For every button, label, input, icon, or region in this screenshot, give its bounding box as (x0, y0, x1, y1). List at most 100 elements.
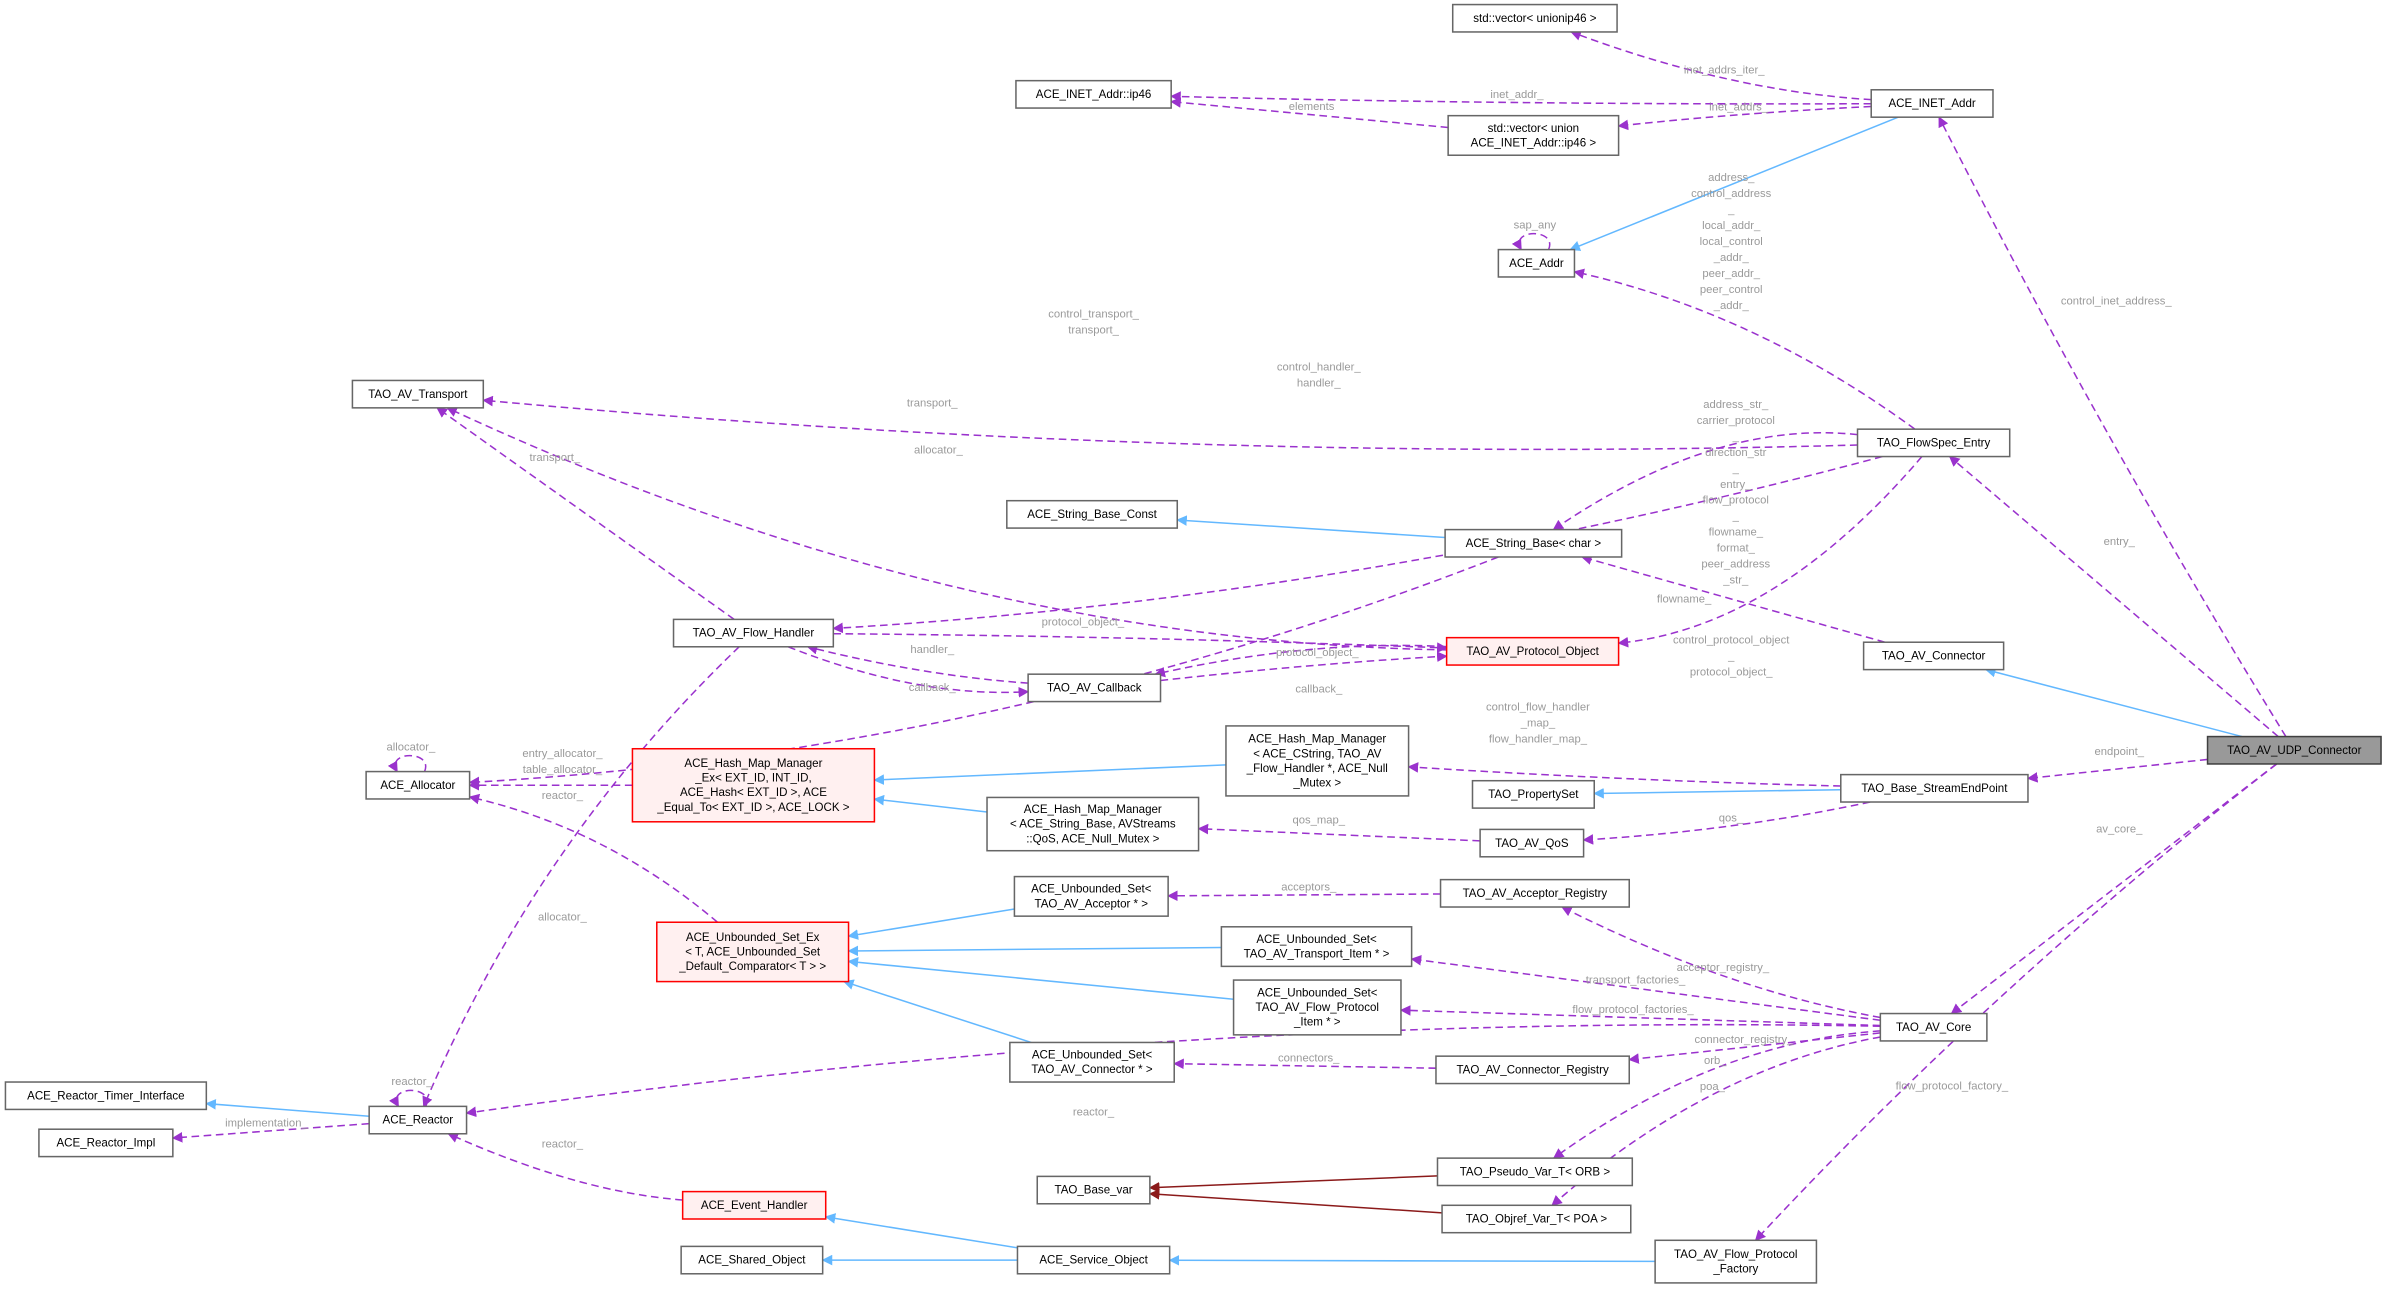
class-node-objref-var[interactable]: TAO_Objref_Var_T< POA > (1441, 1204, 1632, 1234)
class-node-us-connector[interactable]: ACE_Unbounded_Set<TAO_AV_Connector * > (1009, 1041, 1175, 1083)
class-node-us-ex[interactable]: ACE_Unbounded_Set_Ex< T, ACE_Unbounded_S… (656, 921, 850, 983)
class-node-connector-registry[interactable]: TAO_AV_Connector_Registry (1435, 1055, 1631, 1085)
node-label: TAO_AV_Protocol_Object (1466, 646, 1599, 658)
class-node-hmm-cstring[interactable]: ACE_Hash_Map_Manager< ACE_CString, TAO_A… (1225, 725, 1410, 797)
class-node-reactor[interactable]: ACE_Reactor (368, 1105, 468, 1135)
node-label-line: < ACE_CString, TAO_AV (1253, 748, 1381, 760)
class-node-us-acceptor[interactable]: ACE_Unbounded_Set<TAO_AV_Acceptor * > (1013, 875, 1169, 917)
class-node-sb-const[interactable]: ACE_String_Base_Const (1006, 499, 1179, 529)
class-node-hmm-ex[interactable]: ACE_Hash_Map_Manager_Ex< EXT_ID, INT_ID,… (631, 747, 876, 823)
usage-edge-av_core-to-pseudo_var (1552, 1030, 1881, 1159)
class-node-inet-ip46[interactable]: ACE_INET_Addr::ip46 (1015, 79, 1172, 109)
class-node-us-transport[interactable]: ACE_Unbounded_Set<TAO_AV_Transport_Item … (1220, 926, 1413, 968)
node-label: ACE_Reactor_Timer_Interface (27, 1090, 184, 1102)
node-box (1436, 1157, 1634, 1187)
edge-label-line: _addr_ (1713, 252, 1750, 264)
node-label: ACE_INET_Addr::ip46 (1036, 89, 1152, 101)
edge-label-line: entry_allocator_ (522, 748, 603, 760)
class-node-callback[interactable]: TAO_AV_Callback (1027, 673, 1162, 703)
node-label-line: TAO_AV_Flow_Protocol (1674, 1249, 1797, 1261)
class-node-reactor-timer[interactable]: ACE_Reactor_Timer_Interface (4, 1081, 208, 1111)
edge-label: acceptors_ (1281, 881, 1337, 893)
class-node-av-connector[interactable]: TAO_AV_Connector (1862, 641, 2005, 671)
class-node-protocol-object[interactable]: TAO_AV_Protocol_Object (1445, 636, 1620, 666)
edge-label-line: flow_protocol (1703, 495, 1769, 507)
usage-edge-sb_char-to-allocator (468, 556, 1499, 788)
edge-label: elements (1289, 101, 1335, 113)
class-node-stream-endpoint[interactable]: TAO_Base_StreamEndPoint (1840, 773, 2029, 803)
node-box (38, 1128, 174, 1158)
node-label: TAO_AV_Connector (1882, 651, 1986, 663)
node-label-line: _Mutex > (1292, 777, 1341, 789)
node-box (1441, 1204, 1632, 1234)
node-label: TAO_Base_StreamEndPoint (1861, 783, 2008, 795)
inherit-edge-udp_connector-to-av_connector (1984, 666, 2243, 738)
class-node-reactor-impl[interactable]: ACE_Reactor_Impl (38, 1128, 174, 1158)
node-label-line: TAO_AV_Flow_Handler (693, 628, 815, 640)
class-node-av-core[interactable]: TAO_AV_Core (1879, 1012, 1988, 1042)
edge-label: protocol_object_ (1042, 616, 1125, 628)
edge-label-line: entry_ (2104, 536, 2136, 548)
class-node-udp-connector[interactable]: TAO_AV_UDP_Connector (2206, 735, 2382, 765)
class-node-service-object[interactable]: ACE_Service_Object (1016, 1245, 1171, 1275)
edge-label: reactor_ (1073, 1107, 1115, 1119)
edge-label-line: reactor_ (542, 790, 584, 802)
class-node-base-var[interactable]: TAO_Base_var (1036, 1175, 1151, 1205)
node-box (1451, 3, 1618, 33)
class-node-ace-addr[interactable]: ACE_Addr (1497, 248, 1576, 278)
node-box (1009, 1041, 1175, 1083)
edge-label: acceptor_registry_ (1677, 962, 1770, 974)
class-node-event-handler[interactable]: ACE_Event_Handler (681, 1190, 827, 1220)
node-label-line: _Ex< EXT_ID, INT_ID, (694, 773, 811, 785)
node-label-line: ACE_Event_Handler (701, 1200, 808, 1212)
class-node-flowspec[interactable]: TAO_FlowSpec_Entry (1856, 428, 2011, 458)
node-label: ACE_Allocator (380, 780, 455, 792)
node-box (365, 770, 471, 800)
node-label-line: ACE_INET_Addr (1888, 98, 1975, 110)
edge-label-line: callback_ (909, 682, 957, 694)
edge-label-line: control_protocol_object (1673, 635, 1790, 647)
edge-label-line: qos_ (1719, 812, 1744, 824)
node-box (1862, 641, 2005, 671)
node-label-line: TAO_PropertySet (1488, 789, 1579, 801)
inherit-edge-sb_char-to-sb_const (1176, 515, 1446, 539)
node-box (1027, 673, 1162, 703)
class-node-us-flow-protocol[interactable]: ACE_Unbounded_Set<TAO_AV_Flow_Protocol_I… (1232, 979, 1402, 1036)
node-box (1439, 878, 1631, 908)
edge-label-line: transport_ (907, 397, 958, 409)
class-node-shared-object[interactable]: ACE_Shared_Object (680, 1245, 824, 1275)
node-label-line: TAO_AV_Flow_Protocol (1256, 1002, 1379, 1014)
node-label-line: ACE_Reactor (383, 1115, 454, 1127)
class-node-av-qos[interactable]: TAO_AV_QoS (1479, 828, 1585, 858)
edge-label: flow_protocol_factory_ (1896, 1081, 2009, 1093)
class-node-av-transport[interactable]: TAO_AV_Transport (351, 379, 485, 409)
node-label-line: TAO_AV_Callback (1047, 683, 1142, 695)
edge-label: connectors_ (1278, 1052, 1340, 1064)
edge-label: inet_addrs_ (1709, 101, 1769, 113)
class-node-inet-addr[interactable]: ACE_INET_Addr (1870, 89, 1994, 118)
edge-label-line: flowname_ (1709, 527, 1764, 539)
class-node-vec-unionip46[interactable]: std::vector< unionip46 > (1451, 3, 1618, 33)
edge-label-line: allocator_ (538, 912, 588, 924)
usage-edge-flowspec-to-flow_handler (832, 455, 1883, 634)
class-node-acceptor-registry[interactable]: TAO_AV_Acceptor_Registry (1439, 878, 1631, 908)
edge-label: endpoint_ (2095, 746, 2145, 758)
node-label: ACE_Shared_Object (698, 1255, 806, 1267)
node-box (1225, 725, 1410, 797)
edge-label: inet_addr_ (1490, 89, 1544, 101)
class-node-property-set[interactable]: TAO_PropertySet (1471, 779, 1596, 809)
class-node-flow-handler[interactable]: TAO_AV_Flow_Handler (672, 618, 835, 648)
class-node-sb-char[interactable]: ACE_String_Base< char > (1444, 528, 1623, 558)
usage-edge-flow_handler-to-protocol_object (833, 632, 1448, 653)
class-node-flow-protocol-factory[interactable]: TAO_AV_Flow_Protocol_Factory (1654, 1239, 1818, 1284)
class-node-allocator[interactable]: ACE_Allocator (365, 770, 471, 800)
node-label-line: _Equal_To< EXT_ID >, ACE_LOCK > (656, 802, 849, 814)
class-node-hmm-qos[interactable]: ACE_Hash_Map_Manager< ACE_String_Base, A… (986, 796, 1200, 852)
edge-label-line: allocator_ (914, 445, 964, 457)
edge-label-line: format_ (1717, 543, 1756, 555)
node-box (1447, 114, 1620, 156)
edge-label-line: peer_addr_ (1702, 268, 1760, 280)
node-label-line: ACE_Allocator (380, 780, 455, 792)
class-node-pseudo-var[interactable]: TAO_Pseudo_Var_T< ORB > (1436, 1157, 1634, 1187)
